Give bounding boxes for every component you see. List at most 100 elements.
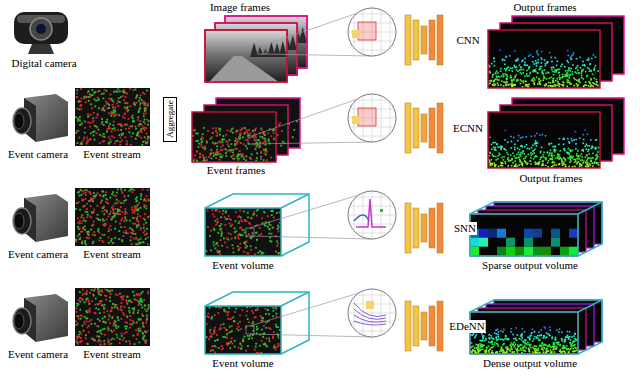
depth-dot [584, 129, 586, 131]
depth-dot [498, 79, 500, 81]
depth-dot [530, 54, 532, 56]
event-dot [80, 104, 82, 106]
event-dot [136, 206, 138, 208]
event-dot [259, 142, 261, 144]
event-dot [93, 211, 95, 213]
depth-dot [578, 80, 580, 82]
depth-dot [545, 135, 547, 137]
event-dot [129, 227, 131, 229]
depth-dot [519, 149, 521, 151]
event-dot [88, 90, 90, 92]
event-dot [97, 114, 99, 116]
event-dot [93, 120, 95, 122]
depth-dot [528, 86, 530, 88]
event-dot [248, 129, 250, 131]
event-dot [100, 202, 102, 204]
event-dot [146, 228, 148, 230]
event-dot [144, 123, 146, 125]
depth-dot [544, 85, 546, 87]
depth-dot [569, 142, 571, 144]
event-dot [232, 155, 234, 157]
event-dot [124, 124, 126, 126]
depth-dot [580, 67, 582, 69]
depth-dot [555, 71, 557, 73]
depth-dot [586, 166, 588, 168]
event-dot [239, 154, 241, 156]
event-dot [142, 241, 144, 243]
event-dot [148, 120, 150, 122]
depth-dot [501, 162, 503, 164]
event-dot [90, 198, 92, 200]
depth-dot [525, 80, 527, 82]
image-frame [205, 30, 287, 82]
depth-dot [581, 156, 583, 158]
depth-dot [504, 148, 506, 150]
event-dot [105, 194, 107, 196]
event-dot [107, 107, 109, 109]
depth-dot [567, 73, 569, 75]
event-dot [87, 211, 89, 213]
depth-dot [492, 74, 494, 76]
event-dot [89, 94, 91, 96]
event-dot [223, 135, 225, 137]
event-dot [103, 234, 105, 236]
depth-dot [571, 150, 573, 152]
depth-dot [595, 162, 597, 164]
depth-dot [581, 77, 583, 79]
depth-dot [557, 153, 559, 155]
depth-dot [538, 69, 540, 71]
event-dot [147, 105, 149, 107]
event-dot [137, 213, 139, 215]
grid-line [381, 10, 382, 54]
depth-dot [528, 148, 530, 150]
depth-dot [500, 70, 502, 72]
depth-dot [515, 164, 517, 166]
event-dot [114, 228, 116, 230]
depth-dot [492, 74, 494, 76]
depth-dot [495, 149, 497, 151]
event-dot [78, 101, 80, 103]
depth-dot [523, 80, 525, 82]
event-dot [83, 96, 85, 98]
depth-dot [490, 165, 492, 167]
event-dot [94, 92, 96, 94]
event-dot [141, 99, 143, 101]
event-dot [199, 153, 201, 155]
depth-dot [562, 85, 564, 87]
depth-dot [547, 162, 549, 164]
depth-dot [496, 70, 498, 72]
event-dot [87, 139, 89, 141]
event-dot [200, 138, 202, 140]
depth-dot [570, 160, 572, 162]
depth-dot [491, 159, 493, 161]
depth-dot [562, 81, 564, 83]
event-dot [138, 225, 140, 227]
event-dot [147, 138, 149, 140]
event-dot [77, 217, 79, 219]
depth-dot [577, 84, 579, 86]
depth-dot [552, 85, 554, 87]
depth-dot [532, 71, 534, 73]
event-dot [83, 217, 85, 219]
event-dot [202, 155, 204, 157]
event-dot [137, 216, 139, 218]
event-dot [97, 214, 99, 216]
depth-dot [558, 72, 560, 74]
event-dot [119, 210, 121, 212]
depth-dot [578, 156, 580, 158]
event-dot [147, 189, 149, 191]
event-dot [119, 137, 121, 139]
event-dot [90, 132, 92, 134]
depth-dot [561, 64, 563, 66]
depth-dot [551, 154, 553, 156]
event-dot [147, 237, 149, 239]
event-dot [112, 205, 114, 207]
depth-dot [503, 156, 505, 158]
event-dot [76, 96, 78, 98]
event-dot [92, 131, 94, 133]
event-dot [84, 229, 86, 231]
event-dot [220, 156, 222, 158]
event-dot [128, 128, 130, 130]
depth-dot [501, 146, 503, 148]
